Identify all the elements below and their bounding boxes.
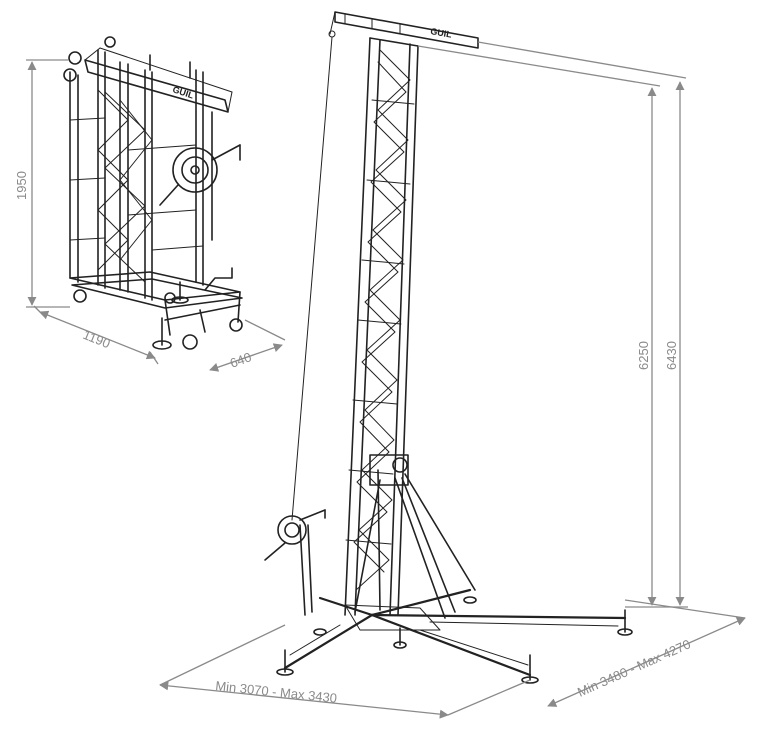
tower-base-width-dimension: Min 3070 - Max 3430 (159, 624, 531, 719)
tower-cable (291, 36, 333, 521)
tower-outer-height-dimension: 6430 (477, 41, 688, 608)
tower-struts (354, 469, 476, 619)
folded-length-dimension: 1190 (33, 305, 159, 365)
tower-brand-label: GUIL (430, 26, 453, 40)
tower-winch (264, 509, 326, 616)
tower-inner-height-dimension: 6250 (417, 45, 661, 606)
folded-winch (159, 144, 241, 206)
tower-top-boom: GUIL (328, 11, 479, 49)
tower-base-depth-dimension: Min 3480 - Max 4270 (547, 599, 746, 707)
folded-height-label: 1950 (14, 171, 29, 200)
folded-top-bar: GUIL (84, 47, 233, 113)
tower-carriage (369, 454, 409, 486)
folded-length-label: 1190 (81, 327, 113, 351)
tower-outer-height-label: 6430 (664, 341, 679, 370)
tower-drawing: GUIL (264, 11, 633, 684)
tower-base-legs (283, 588, 627, 677)
folded-height-dimension: 1950 (14, 59, 70, 308)
tower-inner-height-label: 6250 (636, 341, 651, 370)
tower-base-width-label: Min 3070 - Max 3430 (215, 678, 338, 706)
folded-knobs (63, 36, 191, 82)
folded-crank (204, 267, 233, 291)
folded-tower-drawing: GUIL (63, 36, 243, 350)
folded-base (69, 271, 243, 336)
folded-brand-label: GUIL (171, 84, 195, 100)
folded-depth-label: 640 (228, 349, 254, 371)
folded-depth-dimension: 640 (209, 319, 286, 372)
tower-mast (344, 37, 419, 616)
folded-wheels (73, 281, 243, 350)
tower-base-depth-label: Min 3480 - Max 4270 (575, 636, 693, 699)
tower-lattice (345, 49, 415, 591)
folded-lattice (69, 89, 204, 283)
